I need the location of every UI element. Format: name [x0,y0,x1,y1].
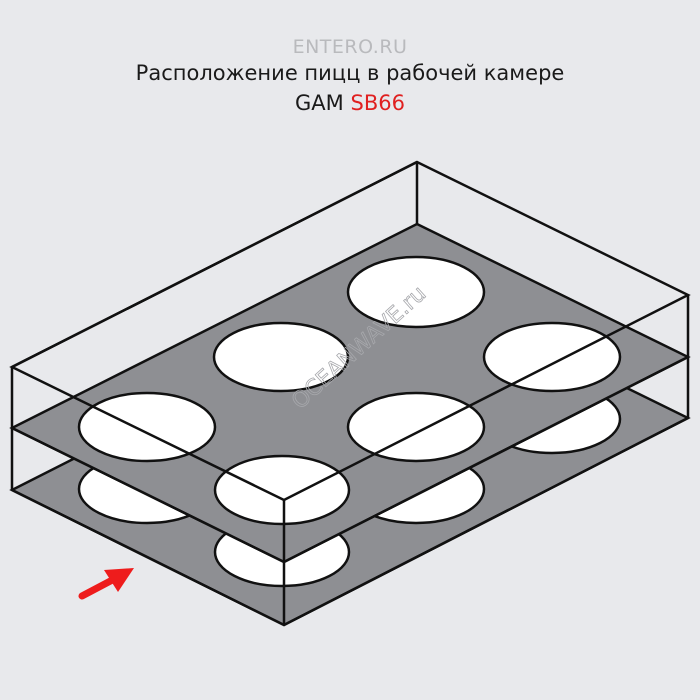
page-title: Расположение пицц в рабочей камере GAM S… [0,58,700,118]
pizza-icon [482,321,622,393]
upper-pizzas [77,255,622,526]
pizza-icon [346,391,486,463]
chamber-outline [9,160,691,627]
pizza-icon [346,255,486,329]
pizza-icon [212,321,350,393]
title-line-2: GAM SB66 [0,88,700,118]
site-watermark: ENTERO.RU [292,36,408,58]
title-line-1: Расположение пицц в рабочей камере [135,61,565,85]
upper-shelf [9,222,691,564]
brand-name: GAM [295,91,344,115]
model-name: SB66 [350,91,405,115]
pizza-icon [77,391,217,463]
front-direction-arrow-icon [78,568,134,600]
pizza-icon [213,454,351,526]
